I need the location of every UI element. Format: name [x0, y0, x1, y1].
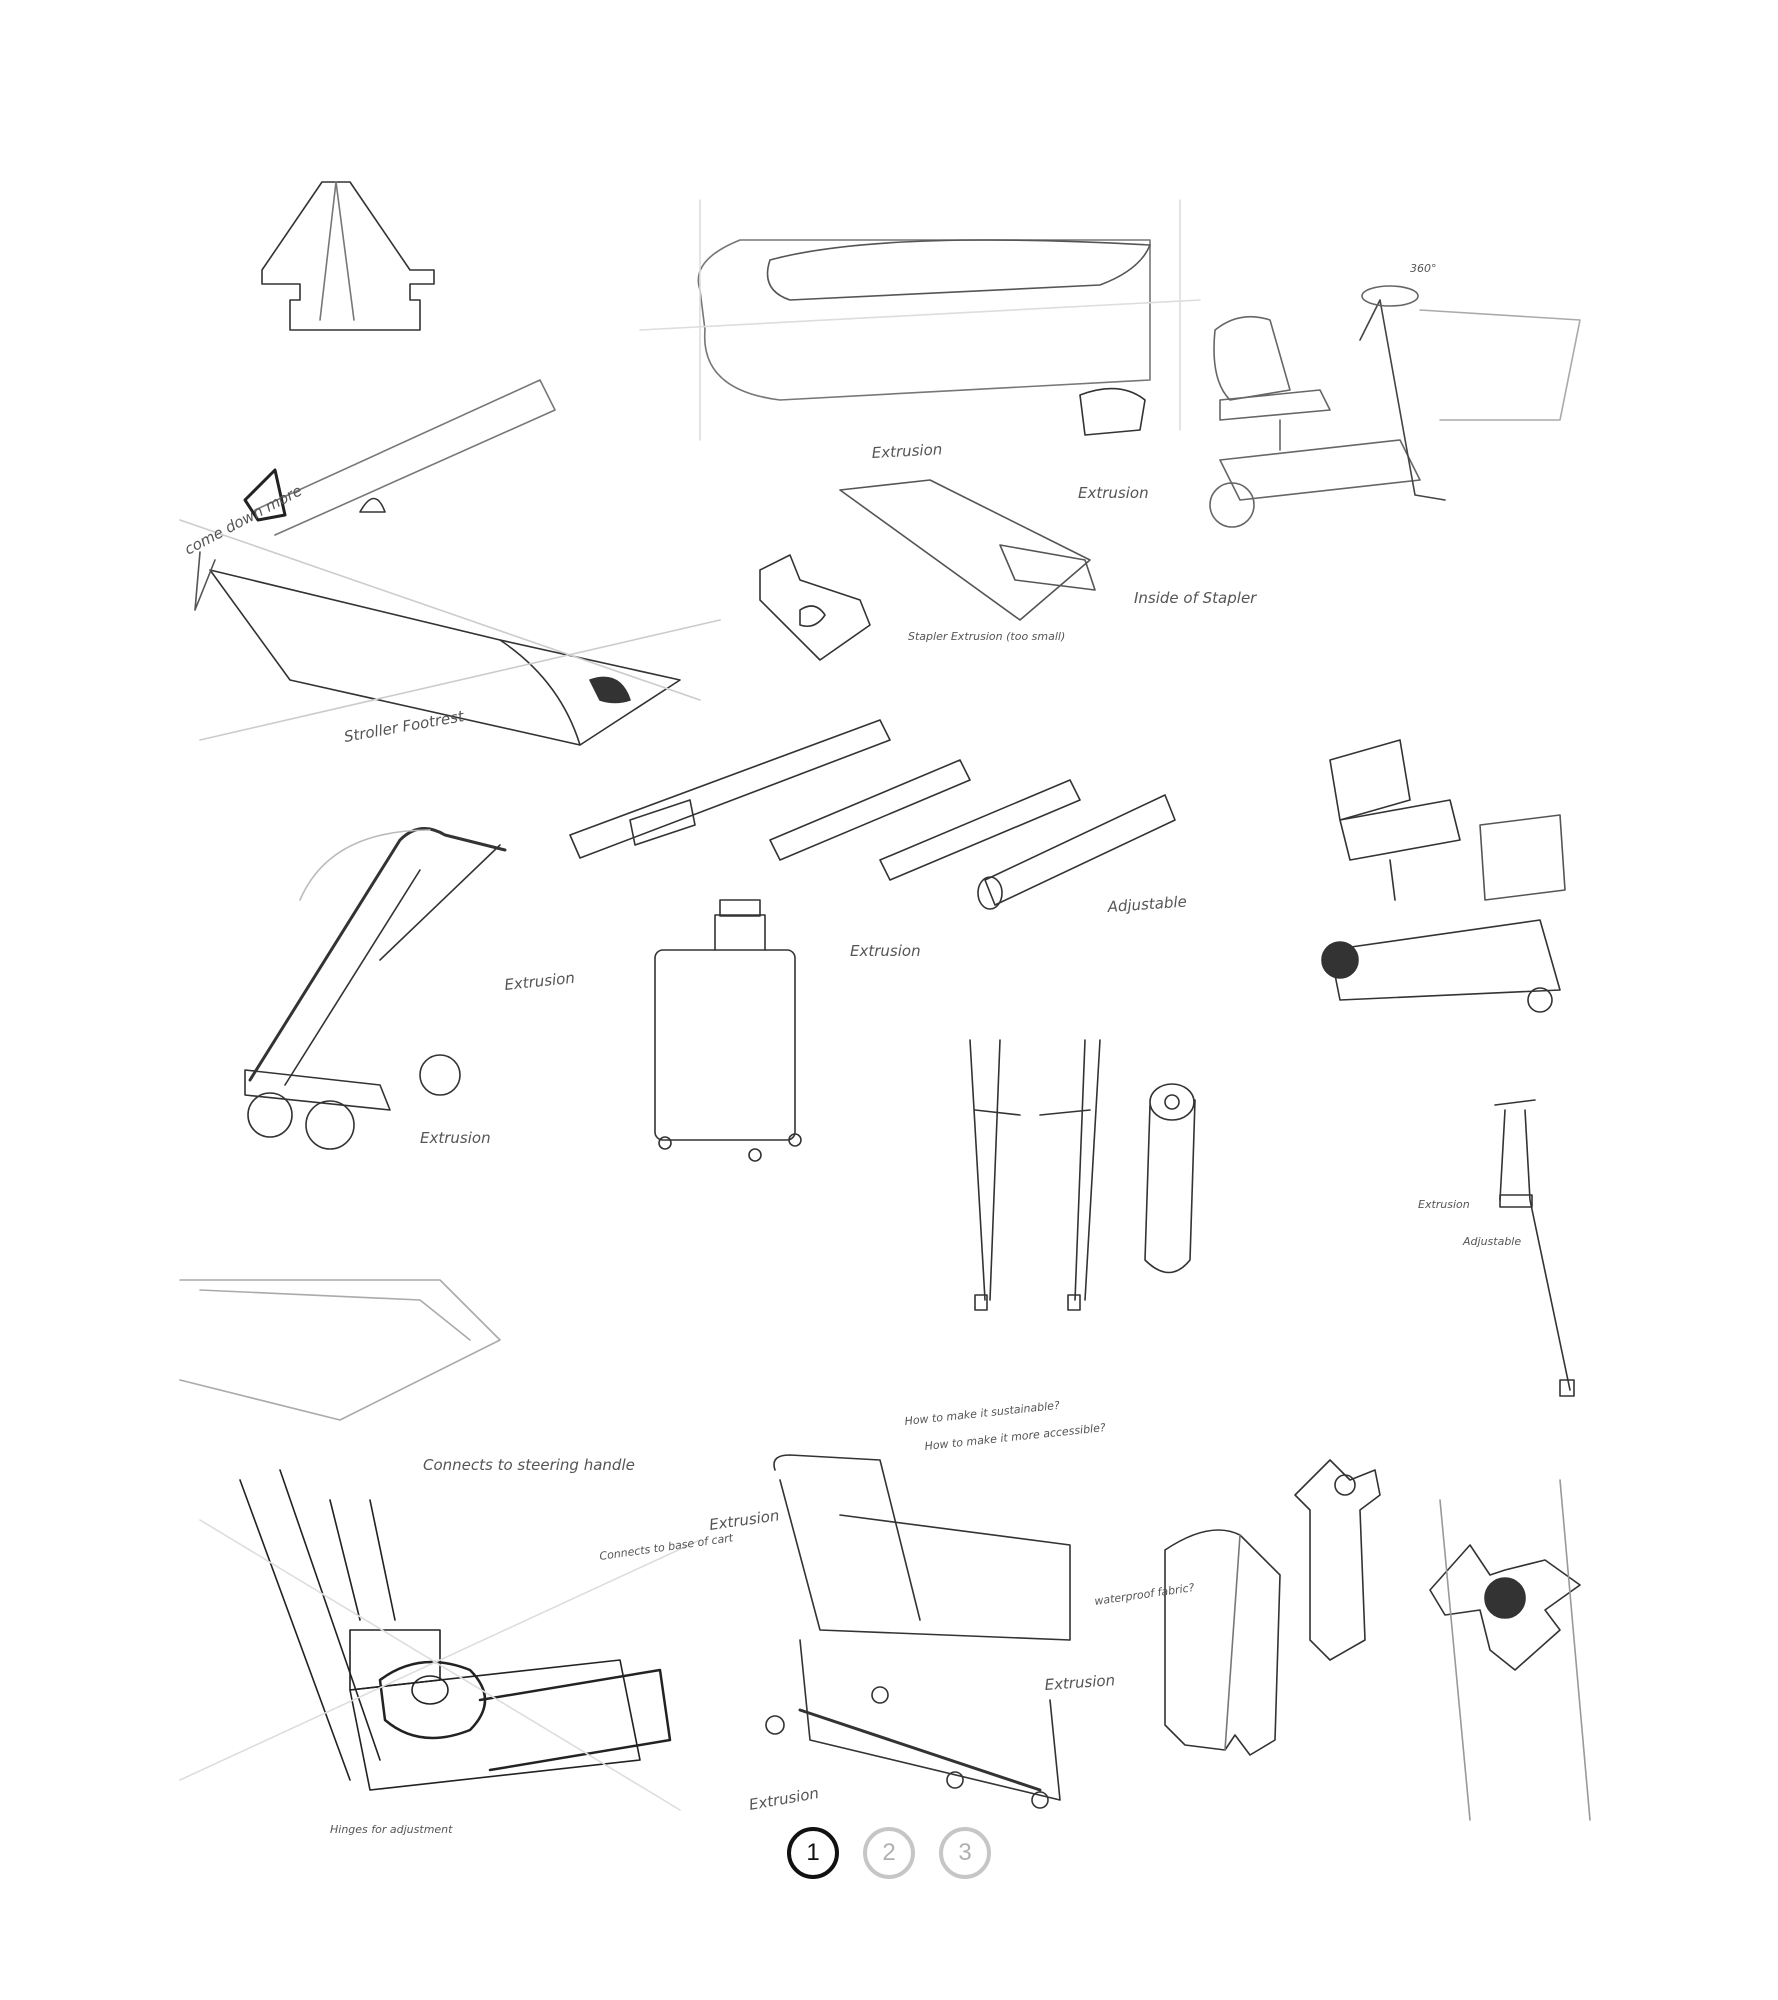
hinge-joint-sketch [179, 1469, 701, 1811]
annotation-extrusion-7: Extrusion [708, 1506, 780, 1534]
annotation-extrusion-3: Extrusion [850, 942, 921, 960]
annotation-adjustable: Adjustable [1106, 893, 1187, 917]
extrusion-profile-sketch [261, 181, 435, 331]
annotation-stroller-footrest: Stroller Footrest [343, 707, 467, 746]
faint-extrusion-sketch [179, 1279, 501, 1421]
stapler-channel-sketch [839, 479, 1096, 621]
annotation-stapler-extrusion: Stapler Extrusion (too small) [908, 630, 1065, 643]
mobility-scooter-2-sketch [1321, 739, 1566, 1013]
shopping-cart-sketch [765, 1454, 1071, 1809]
mobility-scooter-sketch [1209, 285, 1581, 528]
annotation-extrusion-2: Extrusion [1078, 484, 1149, 502]
cross-profile-sketch [1429, 1479, 1591, 1821]
tube-profile-sketch [243, 379, 556, 536]
annotation-accessible: How to make it more accessible? [924, 1421, 1107, 1453]
stroller-sketch [244, 827, 507, 1150]
stapler-extrusion-sketch [759, 554, 871, 661]
annotation-hinges: Hinges for adjustment [330, 1823, 453, 1836]
annotation-come-down-more: come down more [181, 481, 305, 558]
t-slot-extrusion-sketch [1294, 1459, 1381, 1661]
annotation-extrusion-9: Extrusion [748, 1784, 821, 1814]
annotation-waterproof: waterproof fabric? [1094, 1581, 1196, 1608]
annotation-extrusion-8: Extrusion [1044, 1671, 1116, 1694]
corner-extrusion-sketch [1164, 1529, 1281, 1756]
telescoping-tubes-sketch [569, 719, 1176, 910]
page-button-1[interactable]: 1 [787, 1827, 839, 1879]
page-button-3[interactable]: 3 [939, 1827, 991, 1879]
annotation-extrusion-1: Extrusion [871, 440, 942, 462]
page-button-2[interactable]: 2 [863, 1827, 915, 1879]
annotation-360: 360° [1410, 262, 1437, 275]
annotation-extrusion-5: Extrusion [420, 1129, 491, 1147]
annotation-adjustable-2: Adjustable [1462, 1235, 1521, 1248]
stapler-sketch [639, 199, 1201, 441]
annotation-extrusion-4: Extrusion [504, 969, 576, 994]
annotation-connects-base: Connects to base of cart [599, 1531, 735, 1563]
suitcase-sketch [654, 899, 802, 1162]
stroller-footrest-sketch [179, 519, 721, 746]
cylinder-sketch [1144, 1083, 1196, 1274]
forearm-crutches-sketch [969, 1039, 1101, 1311]
annotation-inside-of-stapler: Inside of Stapler [1134, 589, 1257, 607]
crutch-sketch [1494, 1099, 1575, 1397]
annotation-extrusion-6: Extrusion [1418, 1198, 1470, 1211]
annotation-sustainable: How to make it sustainable? [904, 1399, 1061, 1428]
pagination: 1 2 3 [0, 1827, 1778, 1891]
annotation-connects-steering: Connects to steering handle [423, 1456, 635, 1474]
